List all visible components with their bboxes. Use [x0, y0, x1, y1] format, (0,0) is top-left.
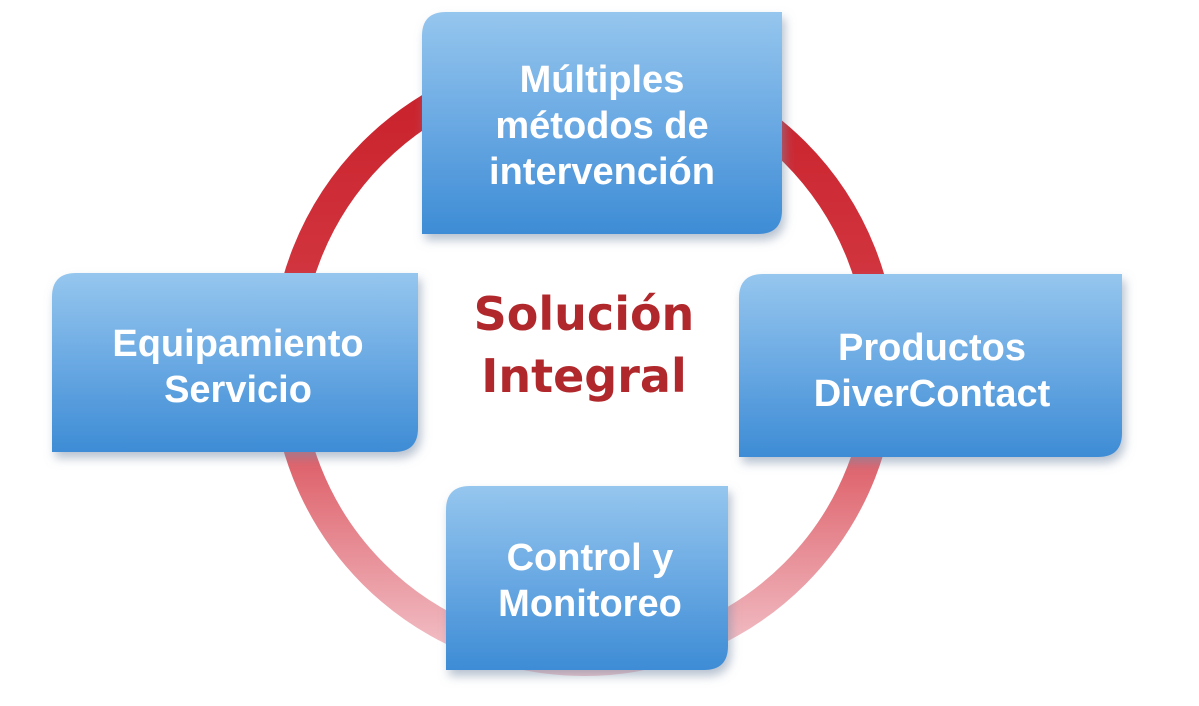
node-right: [739, 274, 1122, 457]
node-bottom-line1: Control y: [507, 537, 674, 579]
node-top-line2: métodos de: [495, 105, 708, 147]
node-bottom-line2: Monitoreo: [498, 583, 682, 625]
node-left: [52, 273, 418, 452]
node-bottom-box: [446, 486, 728, 670]
node-top-line1: Múltiples: [520, 59, 685, 101]
node-top-box: [422, 12, 782, 234]
node-right-box: [739, 274, 1122, 457]
node-left-box: [52, 273, 418, 452]
node-left-line1: Equipamiento: [112, 323, 363, 365]
center-title-line1: Solución: [474, 287, 695, 341]
node-right-line1: Productos: [838, 327, 1026, 369]
node-top: [422, 12, 782, 234]
node-bottom: [446, 486, 728, 670]
node-right-line2: DiverContact: [814, 373, 1051, 415]
node-top-line3: intervención: [489, 151, 715, 193]
center-title-line2: Integral: [481, 349, 686, 403]
node-left-line2: Servicio: [164, 369, 312, 411]
